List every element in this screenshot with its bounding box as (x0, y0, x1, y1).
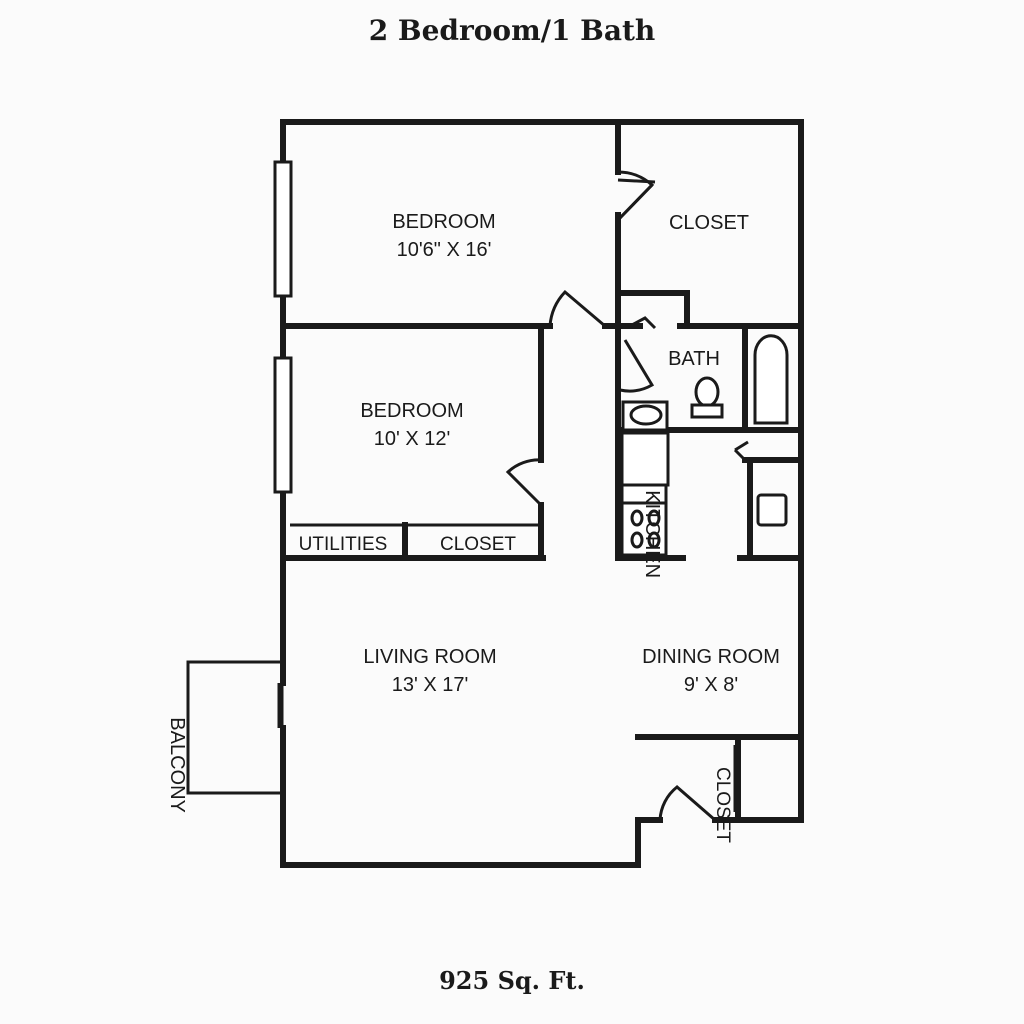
room-size-bedroom-1: 10'6" X 16' (397, 239, 492, 261)
room-label-bedroom-1: BEDROOM (392, 211, 495, 233)
room-label-dining-room: DINING ROOM (642, 646, 780, 668)
room-label-closet: CLOSET (669, 212, 749, 234)
room-label-living-room: LIVING ROOM (363, 646, 496, 668)
stove (620, 501, 668, 557)
room-label-utilities: UTILITIES (299, 534, 388, 555)
window (273, 160, 293, 298)
room-size-bedroom-2: 10' X 12' (374, 428, 451, 450)
room-label-closet-3: CLOSET (712, 767, 733, 843)
bath-fixtures (621, 334, 789, 432)
kitchen-fixtures (620, 431, 788, 557)
toilet (694, 376, 720, 408)
bathtub (753, 334, 789, 425)
room-label-bath: BATH (668, 348, 720, 370)
square-footage: 925 Sq. Ft. (439, 966, 585, 995)
room-label-closet-2: CLOSET (440, 534, 516, 555)
window (273, 356, 293, 494)
outer-walls (280, 119, 804, 868)
room-label-kitchen: KITCHEN (641, 490, 663, 578)
room-label-bedroom-2: BEDROOM (360, 400, 463, 422)
balcony-outline (186, 660, 284, 795)
interior-walls (280, 119, 804, 823)
kitchen-sink (756, 493, 788, 527)
room-label-balcony: BALCONY (166, 717, 188, 813)
room-size-dining-room: 9' X 8' (684, 674, 738, 696)
room-size-living-room: 13' X 17' (392, 674, 469, 696)
refrigerator (620, 431, 670, 487)
doors (505, 170, 749, 822)
plan-title: 2 Bedroom/1 Bath (368, 14, 656, 47)
